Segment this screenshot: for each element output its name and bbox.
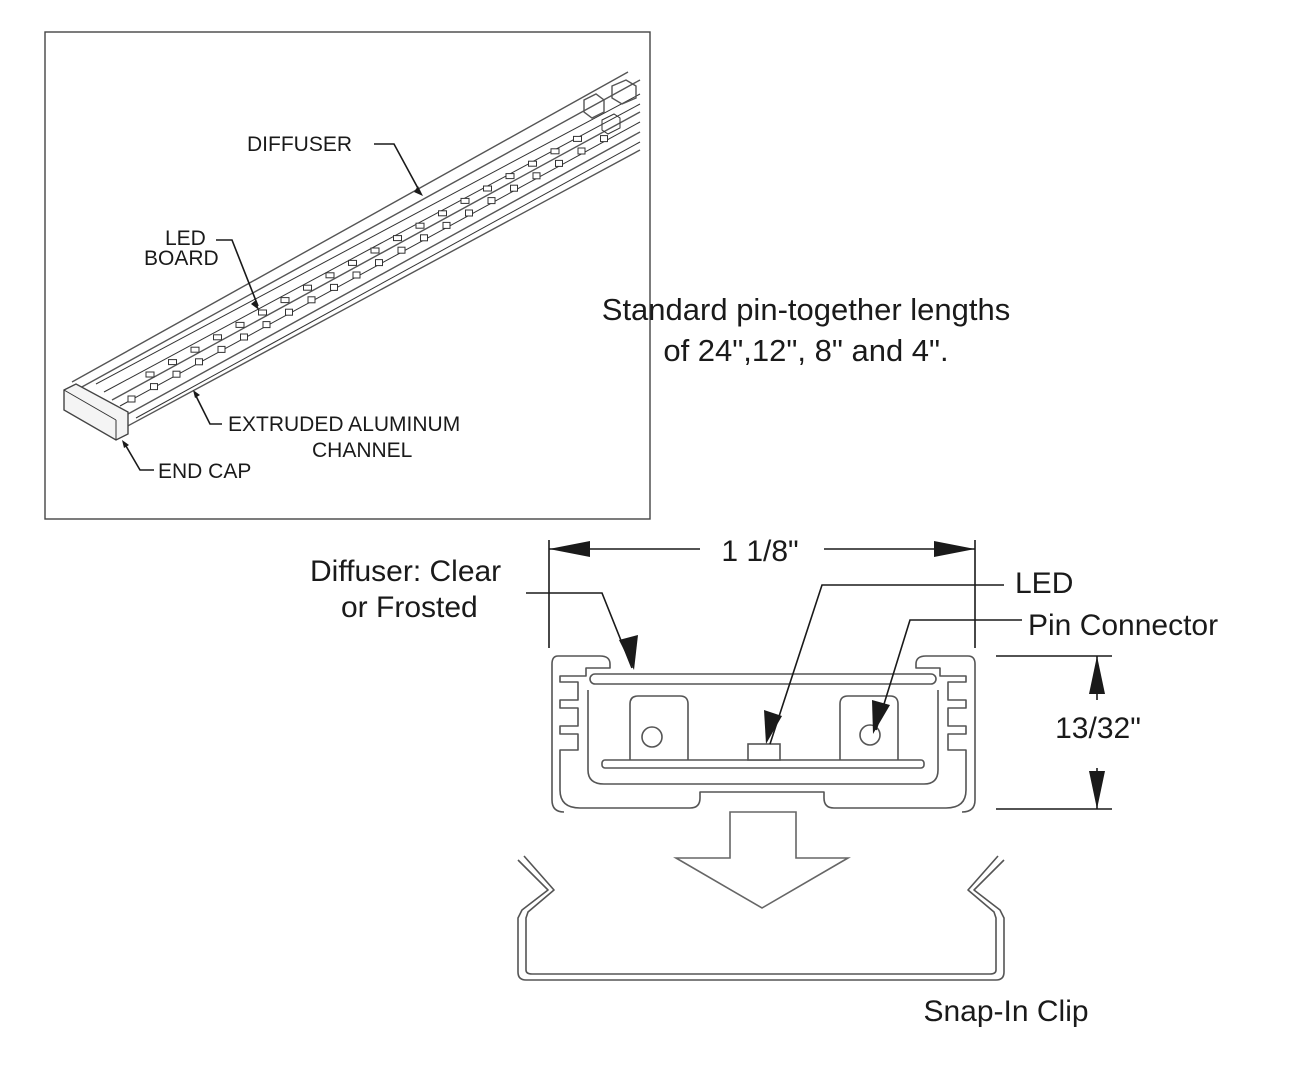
note-line1: Standard pin-together lengths [602, 292, 1010, 327]
cross-section: 1 1/8" 13/32" [310, 535, 1218, 1028]
led-chip-mark [348, 259, 357, 266]
label-snap-in-clip: Snap-In Clip [923, 995, 1088, 1028]
led-chip-mark [330, 283, 338, 291]
led-chip-mark [415, 222, 425, 229]
section-leaders [526, 584, 1022, 745]
led-chip-mark [240, 333, 248, 341]
height-dimension-label: 13/32" [1055, 712, 1141, 745]
led-chip-mark [510, 184, 518, 192]
led-chip-mark [262, 321, 271, 329]
label-diffuser-clear: Diffuser: Clear [310, 555, 501, 588]
note-line2: of 24",12", 8" and 4". [663, 333, 948, 368]
led-chip-mark [172, 370, 181, 378]
led-chip-mark [150, 383, 158, 391]
led-chip-mark [213, 334, 222, 341]
label-led-board-line2: BOARD [144, 247, 219, 270]
led-chip-mark [303, 284, 312, 291]
label-diffuser: DIFFUSER [247, 133, 352, 156]
led-chip-mark [370, 247, 380, 254]
inset-frame [44, 31, 651, 520]
led-chip-mark [145, 371, 155, 378]
led-chip-mark [280, 297, 290, 304]
insert-direction-arrow [673, 811, 851, 909]
led-chip-mark [600, 135, 608, 143]
pin-connector-right [839, 695, 899, 760]
led-chip-mark [397, 246, 406, 254]
channel-profile [551, 655, 976, 813]
led-chip-mark [190, 346, 200, 353]
label-diffuser-frosted: or Frosted [341, 591, 478, 624]
led-chip-mark [505, 173, 515, 180]
led-chip [747, 743, 781, 761]
led-chip-mark [442, 221, 451, 229]
led-chip-mark [127, 395, 136, 403]
led-board [601, 759, 925, 769]
led-chip-mark [573, 135, 582, 142]
led-chips [127, 135, 608, 403]
led-chip-mark [528, 160, 537, 167]
led-chip-mark [487, 197, 496, 205]
led-chip-mark [483, 185, 492, 192]
label-channel-line2: CHANNEL [312, 439, 412, 462]
led-chip-mark [438, 210, 447, 217]
led-arrow [764, 710, 782, 744]
led-chip-mark [285, 308, 293, 316]
height-dimension: 13/32" [996, 655, 1141, 810]
snap-in-clip [517, 859, 1005, 981]
led-chip-mark [325, 272, 335, 279]
diffuser-arrow [619, 635, 638, 670]
inset-leaders [122, 143, 423, 471]
diffuser-panel [589, 673, 937, 685]
led-chip-mark [217, 345, 226, 353]
label-end-cap: END CAP [158, 460, 251, 483]
led-chip-mark [307, 296, 316, 304]
label-led-board-line1: LED [165, 227, 206, 250]
led-chip-mark [235, 321, 245, 328]
led-chip-mark [375, 259, 383, 267]
led-chip-mark [577, 147, 586, 155]
label-led: LED [1015, 567, 1073, 600]
led-chip-mark [393, 235, 402, 242]
pin-connector-left [629, 695, 689, 760]
led-chip-mark [352, 271, 361, 279]
led-chip-mark [465, 209, 473, 217]
end-cap [63, 383, 129, 441]
pin-connector-arrow [872, 700, 890, 734]
led-chip-mark [550, 148, 560, 155]
label-channel-line1: EXTRUDED ALUMINUM [228, 413, 460, 436]
led-chip-mark [258, 309, 267, 316]
led-chip-mark [555, 159, 563, 167]
led-chip-mark [168, 359, 177, 366]
led-chip-mark [195, 358, 203, 366]
led-chip-mark [532, 172, 541, 180]
label-pin-connector: Pin Connector [1028, 609, 1218, 642]
led-chip-mark [460, 197, 470, 204]
led-chip-mark [420, 234, 428, 242]
isometric-inset: DIFFUSER LED BOARD EXTRUDED ALUMINUM CHA… [44, 31, 651, 520]
width-dimension: 1 1/8" [548, 535, 976, 648]
width-dimension-label: 1 1/8" [721, 535, 798, 568]
